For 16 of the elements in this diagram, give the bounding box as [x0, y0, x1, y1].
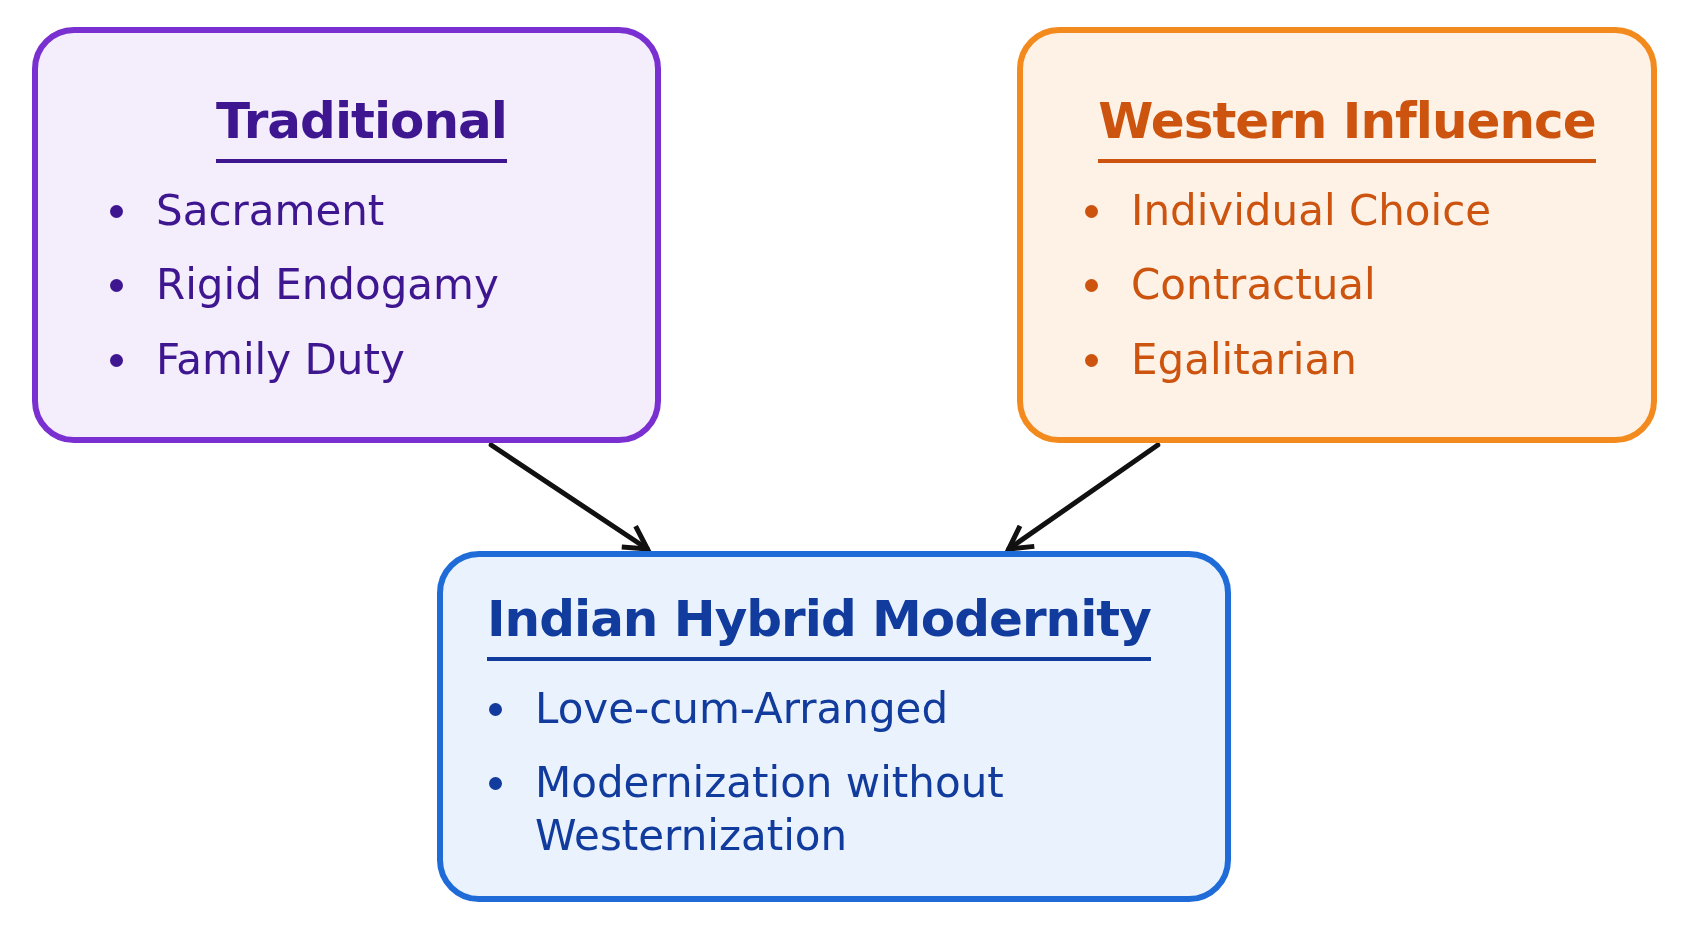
bullet-item: Modernization without Westernization: [487, 757, 1095, 862]
arrow: [1006, 442, 1161, 552]
bullet-item: Sacrament: [108, 184, 615, 237]
bullet-item: Egalitarian: [1083, 333, 1611, 386]
bullet-item: Contractual: [1083, 259, 1611, 312]
box-heading: Western Influence: [1098, 93, 1596, 163]
bullet-item: Rigid Endogamy: [108, 259, 615, 312]
text-box: [1017, 27, 1657, 443]
text-box: [32, 27, 661, 443]
box-heading: Traditional: [216, 93, 507, 163]
bullet-item: Love-cum-Arranged: [487, 682, 1095, 735]
bullet-item: Individual Choice: [1083, 184, 1611, 237]
arrow: [488, 442, 650, 552]
box-heading: Indian Hybrid Modernity: [487, 591, 1151, 661]
bullet-item: Family Duty: [108, 333, 615, 386]
text-box: [437, 551, 1231, 902]
